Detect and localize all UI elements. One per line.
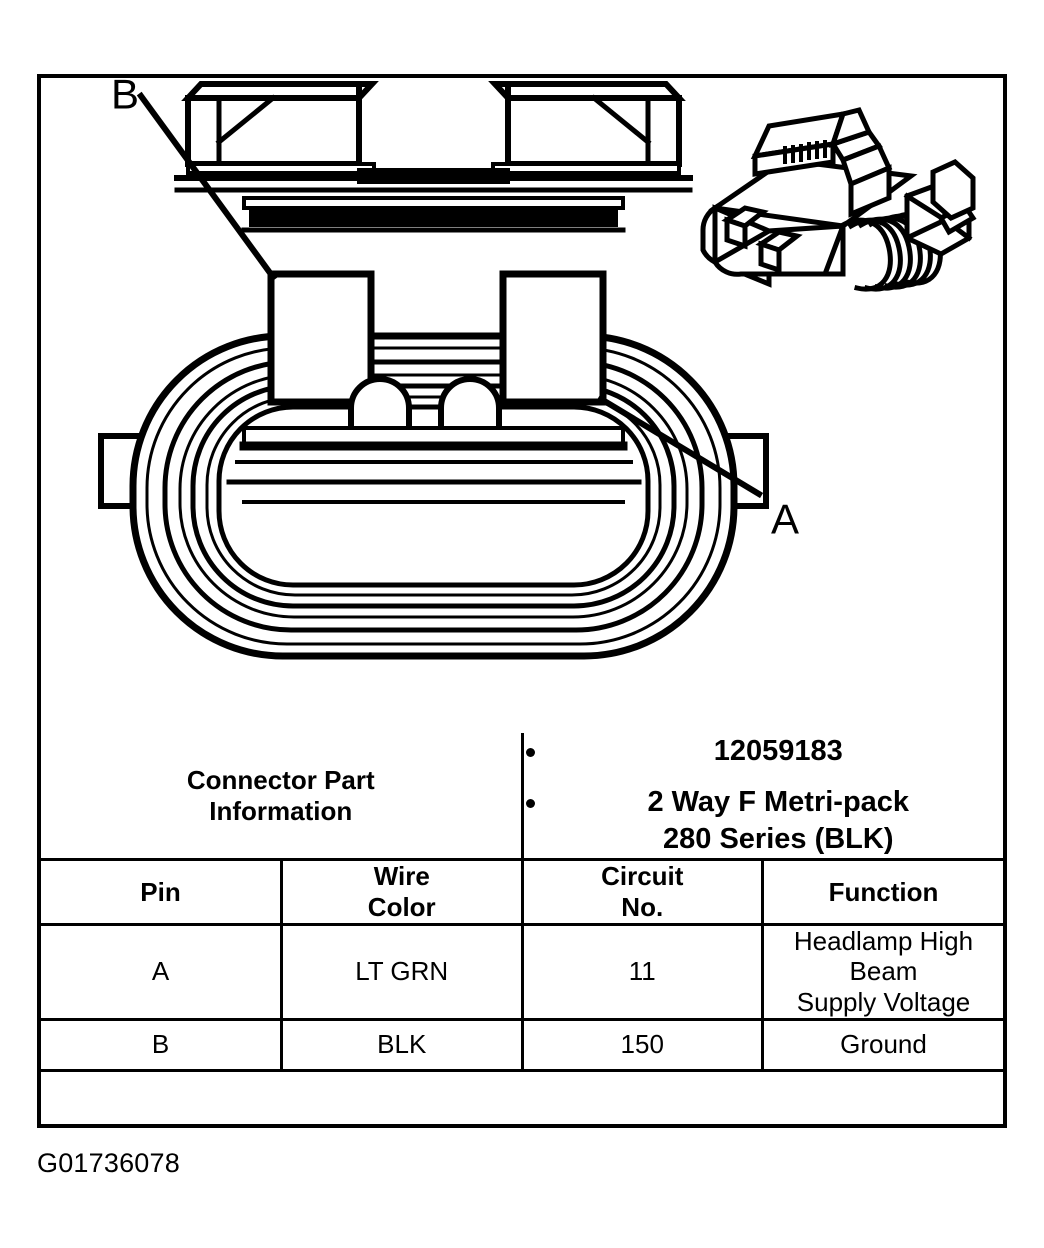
cpi-value-item-description: 2 Way F Metri-pack 280 Series (BLK) xyxy=(524,784,1004,858)
cpi-description-line2: 280 Series (BLK) xyxy=(663,823,894,856)
figure-caption-code: G01736078 xyxy=(37,1148,180,1178)
table-header-row: Pin Wire Color Circuit No. Function xyxy=(41,858,1003,926)
cell-circuit-no-b: 150 xyxy=(520,1017,764,1072)
connector-part-information-values: 12059183 2 Way F Metri-pack 280 Series (… xyxy=(520,733,1004,862)
cpi-label-line2: Information xyxy=(209,795,353,826)
cell-circuit-no-a: 11 xyxy=(520,922,764,1021)
cell-wire-color-b: BLK xyxy=(280,1017,524,1072)
connector-part-information-row: Connector Part Information 12059183 2 Wa… xyxy=(41,733,1004,862)
cell-pin-a: A xyxy=(41,922,283,1021)
latch-block-right xyxy=(488,81,693,181)
cell-function-a: Headlamp High Beam Supply Voltage xyxy=(761,922,1003,1021)
bullet-icon xyxy=(525,799,535,809)
upper-interior-band xyxy=(241,196,626,233)
cpi-part-number: 12059183 xyxy=(713,735,843,767)
connector-face-view xyxy=(98,81,769,660)
cell-pin-b: B xyxy=(41,1017,283,1072)
connector-part-information-label: Connector Part Information xyxy=(41,733,524,862)
cell-wire-color-a: LT GRN xyxy=(280,922,524,1021)
table-row: B BLK 150 Ground xyxy=(41,1017,1003,1072)
function-a-line2: Supply Voltage xyxy=(796,987,971,1018)
column-header-wire-color: Wire Color xyxy=(280,858,524,926)
wire-color-header-line1: Wire xyxy=(373,861,430,892)
callout-leader-a xyxy=(596,394,764,499)
bullet-icon xyxy=(525,748,535,758)
terminal-cavity-b xyxy=(267,270,375,406)
connector-isometric-view xyxy=(700,107,977,292)
connector-drawing-svg: B A xyxy=(98,78,977,660)
cpi-value-item-part-number: 12059183 xyxy=(524,733,1004,770)
latch-bridge xyxy=(174,81,693,193)
callout-leader-b xyxy=(136,91,278,282)
terminal-cavity-a xyxy=(499,270,607,406)
column-header-function: Function xyxy=(761,858,1003,926)
table-row: A LT GRN 11 Headlamp High Beam Supply Vo… xyxy=(41,922,1003,1021)
connector-illustration: B A xyxy=(41,78,1003,733)
callout-label-b: B xyxy=(111,78,139,117)
bottom-interior-band xyxy=(226,426,642,504)
wire-color-header-line2: Color xyxy=(367,892,436,922)
circuit-no-header-line1: Circuit xyxy=(601,861,684,892)
connector-spec-table: Connector Part Information 12059183 2 Wa… xyxy=(41,733,1003,1072)
diagram-page-frame: B A Connector Part Information 12059183 xyxy=(37,74,1007,1128)
cpi-value-list: 12059183 2 Way F Metri-pack 280 Series (… xyxy=(524,733,1004,858)
housing-outlines xyxy=(129,332,738,660)
circuit-no-header-line2: No. xyxy=(621,892,664,922)
latch-block-left xyxy=(174,81,379,181)
callout-label-a: A xyxy=(771,495,799,542)
function-a-line1: Headlamp High Beam xyxy=(793,925,974,987)
column-header-pin: Pin xyxy=(41,858,283,926)
bottom-key-bumps xyxy=(348,376,502,433)
cpi-description-line1: 2 Way F Metri-pack xyxy=(647,786,910,819)
cell-function-b: Ground xyxy=(761,1017,1003,1072)
column-header-circuit-no: Circuit No. xyxy=(520,858,764,926)
cpi-label-line1: Connector Part xyxy=(186,764,375,795)
